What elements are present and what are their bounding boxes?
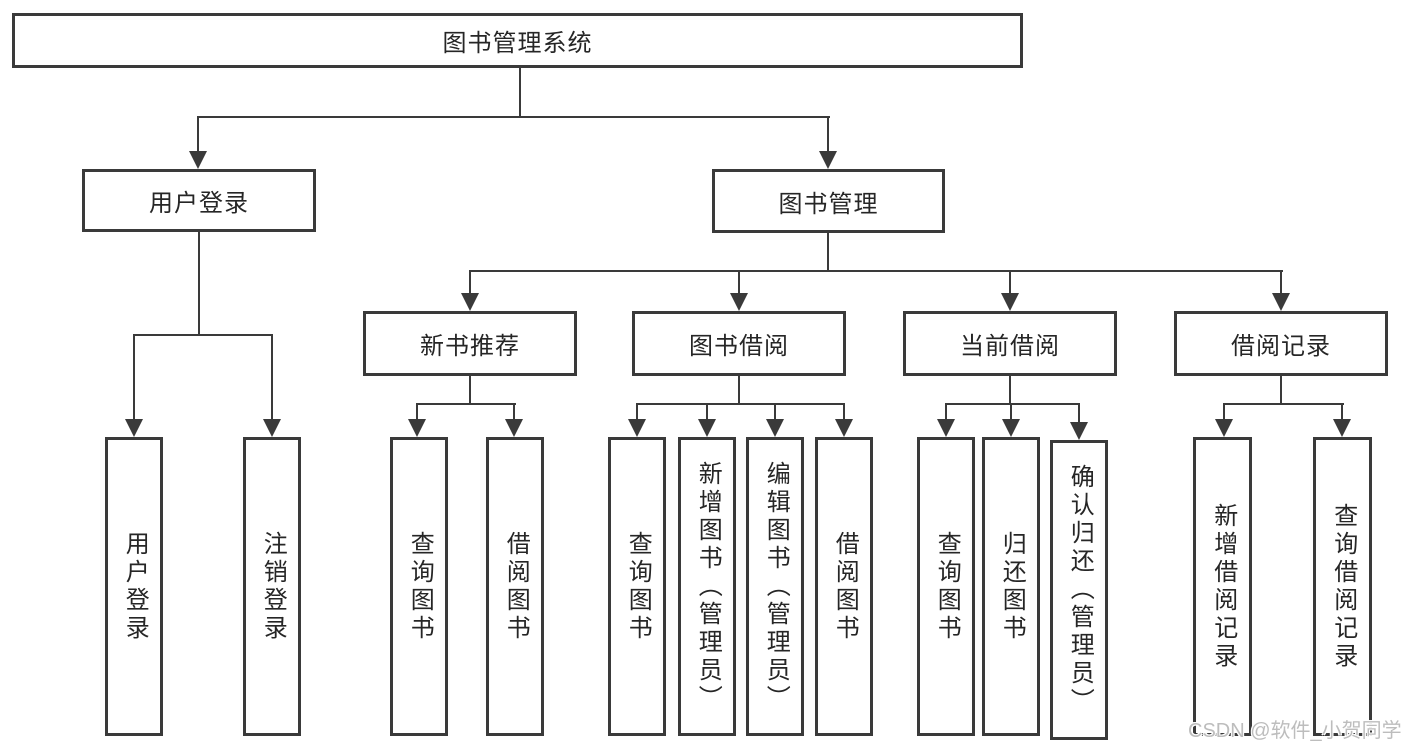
connector-line	[416, 403, 516, 405]
connector-line	[774, 403, 776, 421]
connector-line	[1009, 270, 1011, 295]
node-borrow-record-label: 借阅记录	[1231, 333, 1331, 360]
arrow-down-icon	[766, 419, 784, 437]
leaf-bb-add-book-label: 新增图书（管理员）	[694, 460, 722, 713]
leaf-br-add-record: 新增借阅记录	[1193, 437, 1252, 736]
connector-line	[197, 116, 199, 153]
leaf-nb-borrow-book: 借阅图书	[486, 437, 544, 736]
arrow-down-icon	[189, 151, 207, 169]
node-book-management-label: 图书管理	[778, 190, 879, 218]
leaf-cb-return-book: 归还图书	[982, 437, 1040, 736]
arrow-down-icon	[1215, 419, 1233, 437]
connector-line	[945, 403, 947, 421]
connector-line	[197, 116, 830, 118]
connector-line	[469, 270, 1283, 272]
connector-line	[1223, 403, 1225, 421]
connector-line	[469, 376, 471, 405]
node-current-borrow-label: 当前借阅	[960, 333, 1060, 360]
leaf-bb-edit-book: 编辑图书（管理员）	[746, 437, 804, 736]
connector-line	[1341, 403, 1343, 421]
leaf-user-login: 用户登录	[105, 437, 163, 736]
arrow-down-icon	[937, 419, 955, 437]
leaf-nb-query-book-label: 查询图书	[406, 530, 434, 643]
connector-line	[1010, 403, 1012, 421]
arrow-down-icon	[1333, 419, 1351, 437]
connector-line	[513, 403, 515, 421]
leaf-cb-confirm-return: 确认归还（管理员）	[1050, 440, 1108, 740]
connector-line	[706, 403, 708, 421]
leaf-br-add-record-label: 新增借阅记录	[1209, 502, 1237, 671]
connector-line	[945, 403, 1080, 405]
leaf-bb-add-book: 新增图书（管理员）	[678, 437, 736, 736]
leaf-logout-label: 注销登录	[259, 530, 287, 643]
connector-line	[827, 116, 829, 153]
leaf-br-query-record-label: 查询借阅记录	[1329, 502, 1357, 671]
arrow-down-icon	[505, 419, 523, 437]
connector-line	[1078, 403, 1080, 423]
leaf-bb-edit-book-label: 编辑图书（管理员）	[762, 460, 790, 713]
connector-line	[636, 403, 845, 405]
connector-line	[1280, 270, 1282, 295]
node-root: 图书管理系统	[12, 13, 1023, 68]
connector-line	[636, 403, 638, 421]
leaf-bb-query-book-label: 查询图书	[624, 530, 652, 643]
arrow-down-icon	[628, 419, 646, 437]
node-new-book-recommend: 新书推荐	[363, 311, 577, 376]
connector-line	[133, 334, 135, 421]
node-user-login-label: 用户登录	[149, 190, 249, 217]
connector-line	[271, 334, 273, 421]
arrow-down-icon	[1272, 293, 1290, 311]
connector-line	[469, 270, 471, 295]
node-new-book-recommend-label: 新书推荐	[420, 333, 520, 360]
arrow-down-icon	[461, 293, 479, 311]
leaf-user-login-label: 用户登录	[121, 530, 149, 643]
leaf-cb-query-book-label: 查询图书	[933, 530, 961, 643]
arrow-down-icon	[1002, 419, 1020, 437]
arrow-down-icon	[263, 419, 281, 437]
connector-line	[198, 232, 200, 336]
arrow-down-icon	[730, 293, 748, 311]
node-current-borrow: 当前借阅	[903, 311, 1117, 376]
leaf-cb-return-book-label: 归还图书	[998, 530, 1026, 643]
leaf-bb-query-book: 查询图书	[608, 437, 666, 736]
connector-line	[1009, 376, 1011, 405]
leaf-br-query-record: 查询借阅记录	[1313, 437, 1372, 736]
csdn-watermark: CSDN @软件_小贺同学	[1188, 720, 1402, 742]
connector-line	[738, 270, 740, 295]
leaf-cb-query-book: 查询图书	[917, 437, 975, 736]
connector-line	[519, 68, 521, 118]
arrow-down-icon	[408, 419, 426, 437]
connector-line	[133, 334, 273, 336]
connector-line	[843, 403, 845, 421]
arrow-down-icon	[1070, 422, 1088, 440]
leaf-nb-borrow-book-label: 借阅图书	[502, 530, 530, 643]
node-book-borrow: 图书借阅	[632, 311, 846, 376]
connector-line	[1223, 403, 1344, 405]
leaf-logout: 注销登录	[243, 437, 301, 736]
connector-line	[827, 233, 829, 272]
node-book-management: 图书管理	[712, 169, 945, 233]
leaf-cb-confirm-return-label: 确认归还（管理员）	[1066, 464, 1094, 716]
connector-line	[416, 403, 418, 421]
leaf-bb-borrow-book-label: 借阅图书	[831, 530, 859, 643]
arrow-down-icon	[125, 419, 143, 437]
node-book-borrow-label: 图书借阅	[689, 333, 789, 360]
node-root-label: 图书管理系统	[442, 30, 593, 57]
node-user-login: 用户登录	[82, 169, 316, 232]
arrow-down-icon	[1001, 293, 1019, 311]
node-borrow-record: 借阅记录	[1174, 311, 1388, 376]
arrow-down-icon	[819, 151, 837, 169]
arrow-down-icon	[698, 419, 716, 437]
arrow-down-icon	[835, 419, 853, 437]
connector-line	[738, 376, 740, 405]
connector-line	[1280, 376, 1282, 405]
leaf-nb-query-book: 查询图书	[390, 437, 448, 736]
leaf-bb-borrow-book: 借阅图书	[815, 437, 873, 736]
